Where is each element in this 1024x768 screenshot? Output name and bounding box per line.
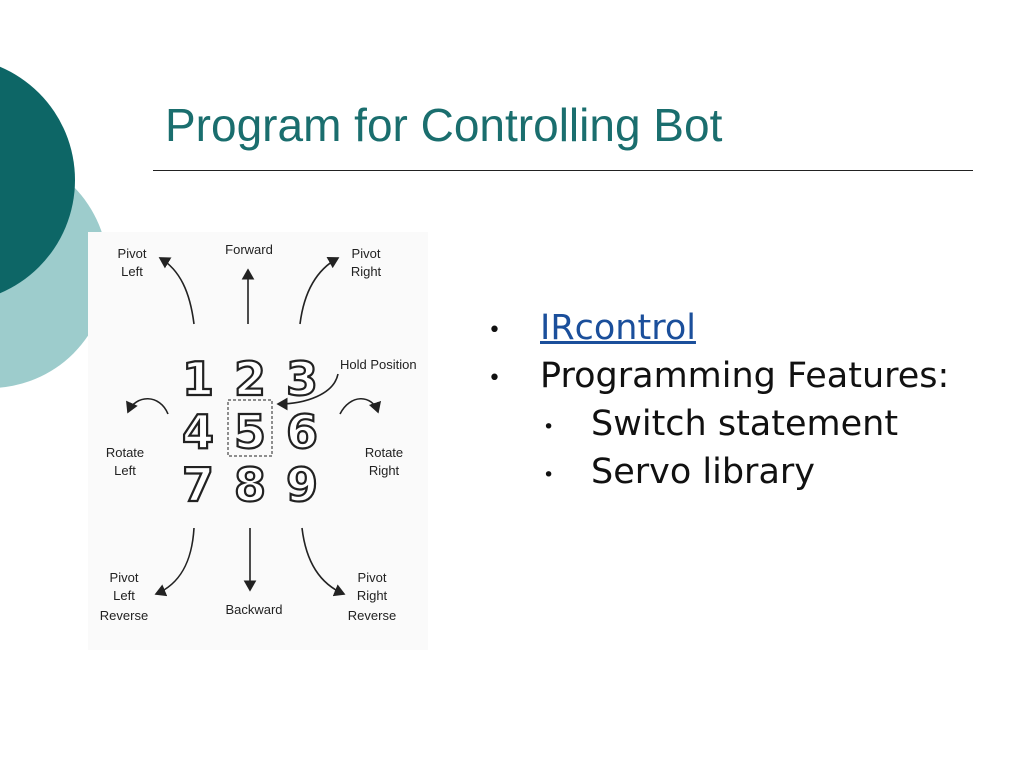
key-8: 8	[234, 458, 266, 512]
ircontrol-link[interactable]: IRcontrol	[540, 308, 696, 348]
title-divider	[153, 170, 973, 171]
key-4: 4	[182, 405, 214, 459]
label-pivot-right-1: Pivot	[352, 246, 381, 261]
sub-bullet-text: Servo library	[591, 452, 815, 492]
label-pivot-left-reverse-1: Pivot	[110, 570, 139, 585]
label-pivot-right-2: Right	[351, 264, 382, 279]
label-rotate-right-1: Rotate	[365, 445, 403, 460]
label-backward: Backward	[225, 602, 282, 617]
label-rotate-left-2: Left	[114, 463, 136, 478]
bullet-dot: •	[543, 416, 555, 438]
bullet-text: Programming Features:	[540, 356, 950, 396]
bullet-dot: •	[488, 366, 501, 391]
label-pivot-right-reverse-1: Pivot	[358, 570, 387, 585]
label-pivot-left-reverse-3: Reverse	[100, 608, 148, 623]
key-3: 3	[286, 352, 318, 406]
direction-arrows	[126, 256, 382, 597]
decorative-circles	[0, 66, 108, 388]
key-1: 1	[182, 352, 214, 406]
label-pivot-right-reverse-2: Right	[357, 588, 388, 603]
label-forward: Forward	[225, 242, 273, 257]
remote-control-diagram: Pivot Left Forward Pivot Right Hold Posi…	[88, 232, 428, 650]
bullet-dot: •	[543, 464, 555, 486]
key-2: 2	[234, 352, 266, 406]
label-pivot-left-1: Pivot	[118, 246, 147, 261]
label-pivot-right-reverse-3: Reverse	[348, 608, 396, 623]
label-pivot-left-2: Left	[121, 264, 143, 279]
key-7: 7	[182, 458, 214, 512]
slide-title: Program for Controlling Bot	[165, 99, 723, 151]
label-rotate-left-1: Rotate	[106, 445, 144, 460]
keypad: 1 2 3 4 5 6 7 8 9	[181, 351, 319, 513]
key-5: 5	[234, 405, 266, 459]
label-pivot-left-reverse-2: Left	[113, 588, 135, 603]
bullet-dot: •	[488, 318, 501, 343]
key-6: 6	[286, 405, 318, 459]
label-hold-position: Hold Position	[340, 357, 417, 372]
label-rotate-right-2: Right	[369, 463, 400, 478]
key-5-highlight	[227, 399, 273, 457]
key-9: 9	[286, 458, 318, 512]
sub-bullet-text: Switch statement	[591, 404, 899, 444]
